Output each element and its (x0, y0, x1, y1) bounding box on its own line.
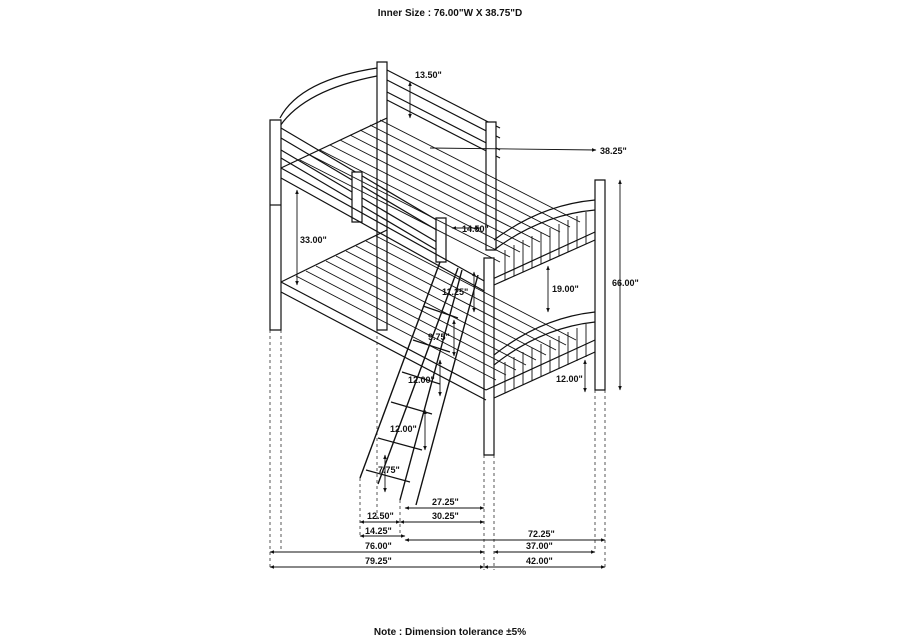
dim-42-00: 42.00" (526, 556, 553, 566)
tolerance-note: Note : Dimension tolerance ±5% (373, 627, 527, 638)
bed-structure (269, 61, 606, 506)
dim-33-00: 33.00" (300, 235, 327, 245)
inner-size-title: Inner Size : 76.00"W X 38.75"D (377, 8, 523, 19)
dim-12-00-ladder-a: 12.00" (408, 375, 435, 385)
dim-9-75: 9.75" (428, 332, 450, 342)
dim-14-25: 14.25" (365, 526, 392, 536)
dim-37-00: 37.00" (526, 541, 553, 551)
dim-38-25: 38.25" (600, 146, 627, 156)
dim-11-25: 11.25" (442, 287, 468, 297)
dim-27-25: 27.25" (432, 497, 459, 507)
dim-12-50: 12.50" (367, 511, 394, 521)
dimension-labels: 13.50" 38.25" 14.50" 33.00" 66.00" 19.00… (300, 70, 639, 566)
dim-79-25: 79.25" (365, 556, 392, 566)
dim-12-00-right: 12.00" (556, 374, 583, 384)
dim-14-50: 14.50" (462, 224, 489, 234)
dim-19-00: 19.00" (552, 284, 579, 294)
dim-30-25: 30.25" (432, 511, 459, 521)
dim-72-25: 72.25" (528, 529, 555, 539)
extension-lines (269, 330, 606, 570)
dim-7-75: 7.75" (378, 465, 400, 475)
dim-12-00-ladder-b: 12.00" (390, 424, 417, 434)
dim-76-00: 76.00" (365, 541, 392, 551)
dimension-lines (269, 81, 622, 569)
dim-13-50: 13.50" (415, 70, 442, 80)
dim-66-00: 66.00" (612, 278, 639, 288)
